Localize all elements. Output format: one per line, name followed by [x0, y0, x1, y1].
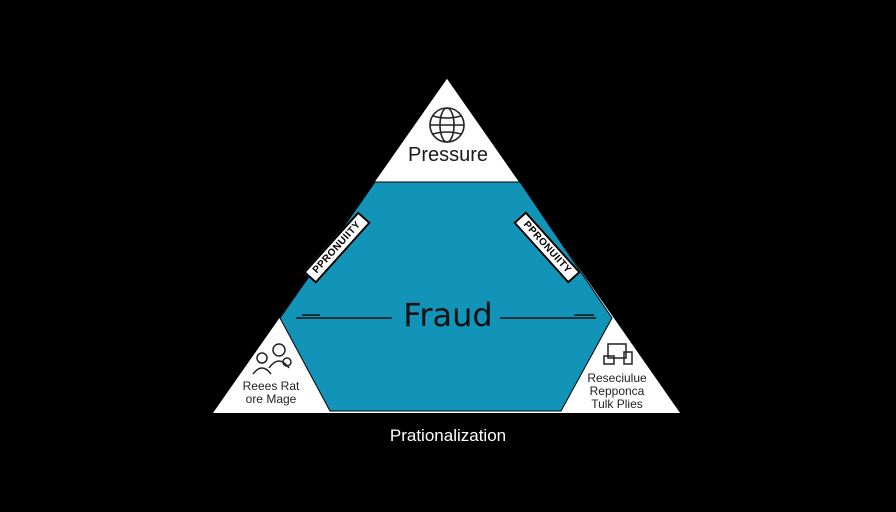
people-icon — [252, 343, 292, 375]
right-corner-text: Reseciulue Repponca Tulk Plies — [574, 372, 660, 411]
fraud-line-left — [296, 314, 392, 319]
devices-icon — [603, 343, 633, 365]
fraud-line-right — [500, 314, 596, 319]
right-corner-line-3: Tulk Plies — [591, 397, 643, 411]
left-corner-line-1: Reees Rat — [242, 379, 300, 393]
rationalization-label: Prationalization — [389, 426, 507, 445]
left-corner-line-2: ore Mage — [245, 392, 297, 406]
pressure-label: Pressure — [407, 144, 489, 166]
globe-icon — [429, 107, 465, 143]
left-corner-text: Reees Rat ore Mage — [228, 380, 314, 406]
right-corner-line-2: Repponca — [589, 384, 645, 398]
right-corner-line-1: Reseciulue — [587, 371, 647, 385]
fraud-label: Fraud — [403, 296, 493, 334]
